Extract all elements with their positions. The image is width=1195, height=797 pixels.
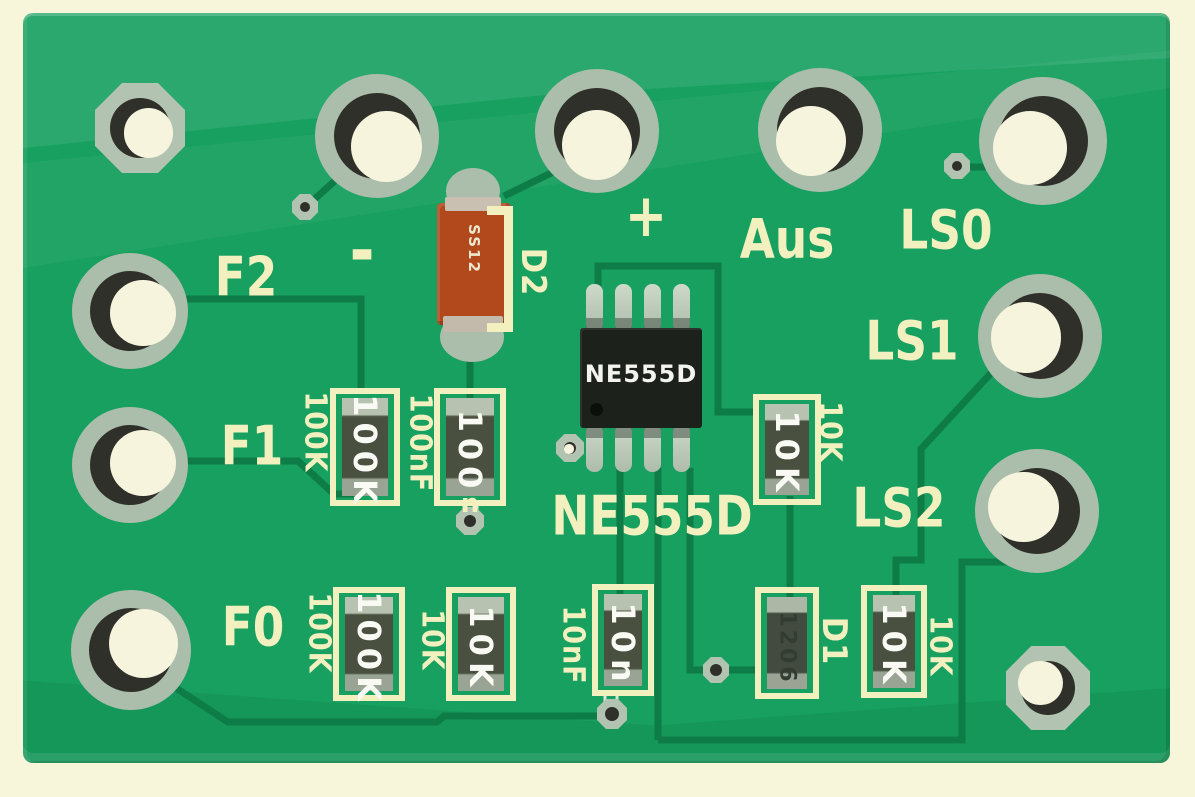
label-100k-mid: 100K (297, 391, 333, 473)
diode-d2: SS12 (437, 197, 511, 332)
chip-body: 1206 (767, 597, 807, 689)
d2-silkscreen-outline (504, 206, 513, 332)
label-f1: F1 (220, 414, 284, 478)
d2-marking: SS12 (465, 224, 483, 275)
label-plus: + (624, 181, 668, 251)
hole-interior (110, 280, 176, 346)
ic-ne555d: NE555D (580, 328, 702, 428)
label-100nf-spill: n (460, 489, 480, 519)
hole-interior (108, 608, 178, 678)
chip-marking: 10K (768, 410, 806, 498)
via-bore (710, 664, 722, 676)
hole-interior (1018, 660, 1063, 706)
label-minus: - (349, 208, 375, 292)
label-aus: Aus (739, 207, 835, 271)
hole-interior (988, 471, 1059, 543)
label-ls2: LS2 (852, 476, 946, 540)
chip-marking: 1206 (774, 610, 800, 685)
via-bore (605, 707, 619, 721)
resistor-100k-mid: 100K (330, 388, 400, 510)
label-f2: F2 (214, 245, 278, 309)
ic-pin (644, 284, 661, 332)
via-bore (464, 515, 476, 527)
d2-refdes: D2 (513, 247, 553, 297)
capacitor-10nf: 10n (592, 584, 654, 696)
ic-pin (586, 424, 603, 472)
hole-interior (990, 302, 1062, 373)
chip-body: 100 (446, 398, 494, 496)
chip-body: 100K (342, 394, 388, 510)
resistor-10k-bottom: 10K (446, 587, 516, 701)
via-bore (952, 161, 962, 171)
ic-pin (615, 284, 632, 332)
d2-silkscreen-outline-top (487, 206, 513, 215)
chip-body: 10K (873, 595, 915, 690)
hole-interior (110, 430, 176, 496)
chip-marking: 10K (462, 605, 500, 693)
label-10k-bottom: 10K (414, 609, 450, 671)
label-ne555d-silkscreen: NE555D (551, 484, 753, 548)
via-interior (564, 444, 574, 454)
chip-marking: 100K (346, 394, 384, 510)
hole-interior (561, 109, 633, 181)
resistor-10k-bottom-right: 10K (861, 585, 927, 698)
chip-marking: 10n (604, 601, 642, 688)
d1-refdes: D1 (814, 616, 854, 666)
chip-body: 10n (604, 594, 642, 688)
diode-d1: 1206 (755, 587, 819, 699)
label-10nf: 10nF (555, 605, 591, 685)
ic-pin (615, 424, 632, 472)
resistor-10k-mid-right: 10K (753, 394, 821, 505)
label-f0: F0 (221, 595, 285, 659)
chip-marking: 10K (875, 602, 913, 690)
ic-pin1-dot (590, 403, 603, 416)
label-100nf: 100nF (402, 393, 438, 493)
via-bore (300, 202, 310, 212)
chip-body: 10K (458, 597, 504, 693)
d2-silkscreen-outline-bottom (487, 323, 513, 332)
hole-interior (123, 108, 174, 158)
chip-marking: 100K (350, 590, 388, 707)
hole-interior (775, 105, 847, 177)
capacitor-100nf: 100 (434, 388, 506, 506)
ic-pin (586, 284, 603, 332)
label-100k-bottom: 100K (301, 592, 337, 674)
ic-pin (673, 424, 690, 472)
label-10k-bottom-right: 10K (922, 615, 958, 677)
label-10k-mid-right: 10K (812, 401, 848, 463)
label-ls0: LS0 (899, 198, 993, 262)
hole-interior (993, 111, 1067, 186)
chip-body: 10K (765, 404, 809, 498)
ic-pin (644, 424, 661, 472)
chip-marking: 100 (451, 409, 489, 495)
resistor-100k-bottom: 100K (333, 587, 405, 706)
label-ls1: LS1 (865, 309, 959, 373)
ic-pin (673, 284, 690, 332)
ic-marking: NE555D (584, 360, 698, 388)
chip-body: 100K (345, 591, 393, 706)
hole-interior (351, 111, 422, 182)
